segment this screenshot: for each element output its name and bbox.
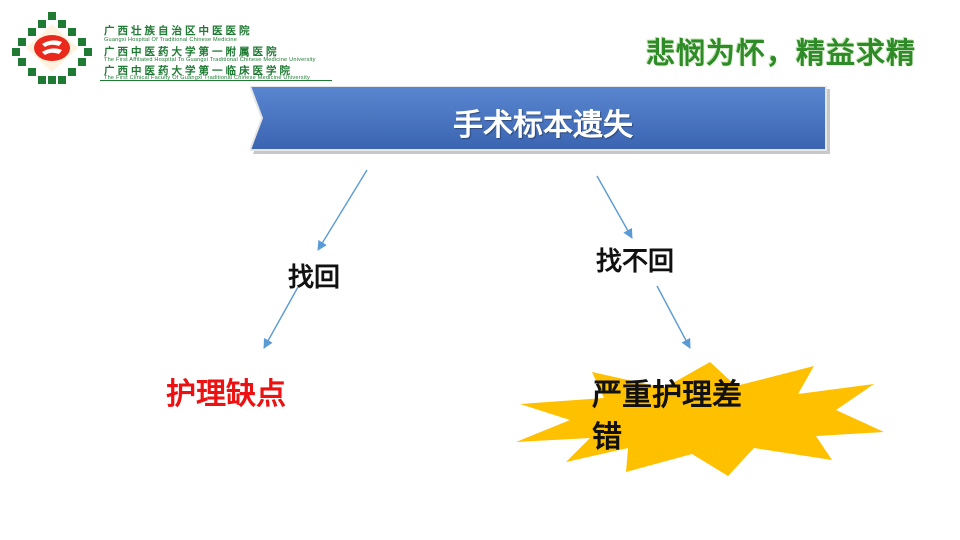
branch-label-found: 找回 (288, 263, 341, 293)
arrow-title-to-not-found (596, 175, 633, 239)
arrow-found-to-defect (263, 286, 299, 349)
hospital-logo-icon (12, 12, 92, 84)
outcome-nursing-defect: 护理缺点 (166, 377, 286, 412)
hospital-name-en-2: The First Affiliated Hospital To Guangxi… (104, 57, 316, 63)
header-divider (100, 80, 332, 81)
arrow-not-found-to-error (656, 285, 691, 349)
title-banner (250, 86, 830, 154)
explosion-burst-shape (516, 362, 884, 476)
hospital-name-cn-1: 广西壮族自治区中医医院 (104, 25, 253, 37)
hospital-name-en-1: Guangxi Hospital Of Traditional Chinese … (104, 37, 238, 43)
hospital-name-en-3: The First Clinical Faculty Of Guangxi Tr… (104, 75, 310, 81)
motto-slogan: 悲悯为怀，精益求精 (645, 36, 916, 70)
diagram-title: 手术标本遗失 (453, 108, 633, 143)
outcome-serious-nursing-error: 严重护理差错 (592, 378, 742, 455)
branch-label-not-found: 找不回 (596, 247, 675, 277)
hospital-name-cn-3: 广西中医药大学第一临床医学院 (104, 65, 293, 77)
arrow-title-to-found (317, 169, 368, 251)
hospital-name-cn-2: 广西中医药大学第一附属医院 (104, 46, 280, 58)
